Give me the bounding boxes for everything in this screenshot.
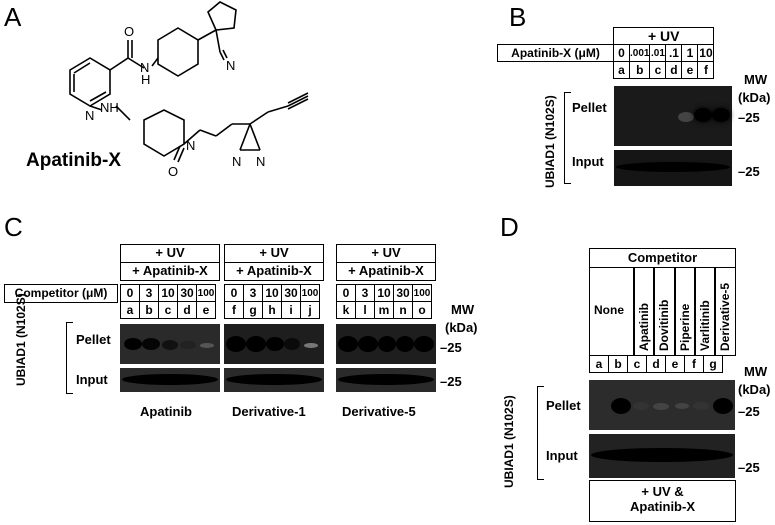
chemical-structure: O N H NH N N O N N N (69, 1, 309, 179)
svg-text:O: O (124, 24, 134, 39)
d-footer: + UV & Apatinib-X (589, 480, 736, 522)
b-pellet-label: Pellet (572, 100, 607, 115)
panel-label-a: A (4, 2, 22, 32)
panel-label-d: D (500, 212, 519, 242)
c-input-label: Input (76, 372, 108, 387)
d-competitor-names: None Apatinib Dovitinib Piperine Varliti… (589, 267, 736, 356)
svg-text:O: O (168, 164, 178, 179)
blot-d-input (589, 434, 735, 478)
panel-label-b: B (509, 2, 527, 32)
d-marker-25: –25 (738, 404, 760, 419)
b-mw-label: MW (744, 72, 768, 87)
c-competitor-label: Competitor (μM) (4, 284, 118, 303)
svg-text:H: H (141, 72, 150, 87)
b-marker-25-input: –25 (738, 164, 760, 179)
panel-b-header: + UV Apatinib-X (μM) 0 .001 .01 .1 1 10 … (497, 27, 715, 79)
c-mw-label: MW (451, 302, 475, 317)
c-kda-label: (kDa) (445, 320, 478, 335)
svg-text:N: N (85, 108, 94, 123)
d-marker-25-input: –25 (738, 460, 760, 475)
blot-c-group3-input (336, 368, 436, 392)
d-kda-label: (kDa) (738, 382, 771, 397)
b-protein-label: UBIAD1 (N102S) (543, 95, 557, 188)
c-pellet-label: Pellet (76, 332, 111, 347)
d-protein-label: UBIAD1 (N102S) (502, 395, 516, 488)
svg-text:N: N (226, 58, 235, 73)
blot-c-group2-pellet (224, 324, 324, 364)
c-marker-25: –25 (440, 340, 462, 355)
svg-text:N: N (232, 154, 241, 169)
c-group3-header: + UV + Apatinib-X (336, 244, 436, 281)
c-group1-name: Apatinib (140, 404, 192, 419)
d-bracket (537, 386, 544, 480)
c-group1-header: + UV + Apatinib-X (120, 244, 220, 281)
b-marker-25: –25 (738, 110, 760, 125)
c-bracket (66, 322, 73, 394)
c-group2-header: + UV + Apatinib-X (224, 244, 324, 281)
b-kda-label: (kDa) (738, 90, 771, 105)
blot-b-pellet (614, 86, 732, 146)
c-marker-25-input: –25 (440, 374, 462, 389)
panel-label-c: C (4, 212, 23, 242)
c-group3-name: Derivative-5 (342, 404, 416, 419)
c-protein-label: UBIAD1 (N102S) (14, 293, 28, 386)
svg-text:N: N (256, 154, 265, 169)
blot-c-group3-pellet (336, 324, 436, 364)
b-input-label: Input (572, 154, 604, 169)
svg-text:NH: NH (100, 100, 119, 115)
blot-c-group1-pellet (120, 324, 220, 364)
c-group2-name: Derivative-1 (232, 404, 306, 419)
d-input-label: Input (546, 448, 578, 463)
d-competitor-header: Competitor (589, 248, 736, 268)
blot-c-group1-input (120, 368, 220, 392)
d-mw-label: MW (744, 364, 768, 379)
svg-text:N: N (186, 138, 195, 153)
b-bracket (564, 92, 571, 184)
blot-d-pellet (589, 380, 735, 430)
svg-text:N: N (140, 60, 149, 75)
d-pellet-label: Pellet (546, 398, 581, 413)
blot-c-group2-input (224, 368, 324, 392)
compound-name: Apatinib-X (26, 150, 121, 171)
blot-b-input (614, 150, 732, 186)
